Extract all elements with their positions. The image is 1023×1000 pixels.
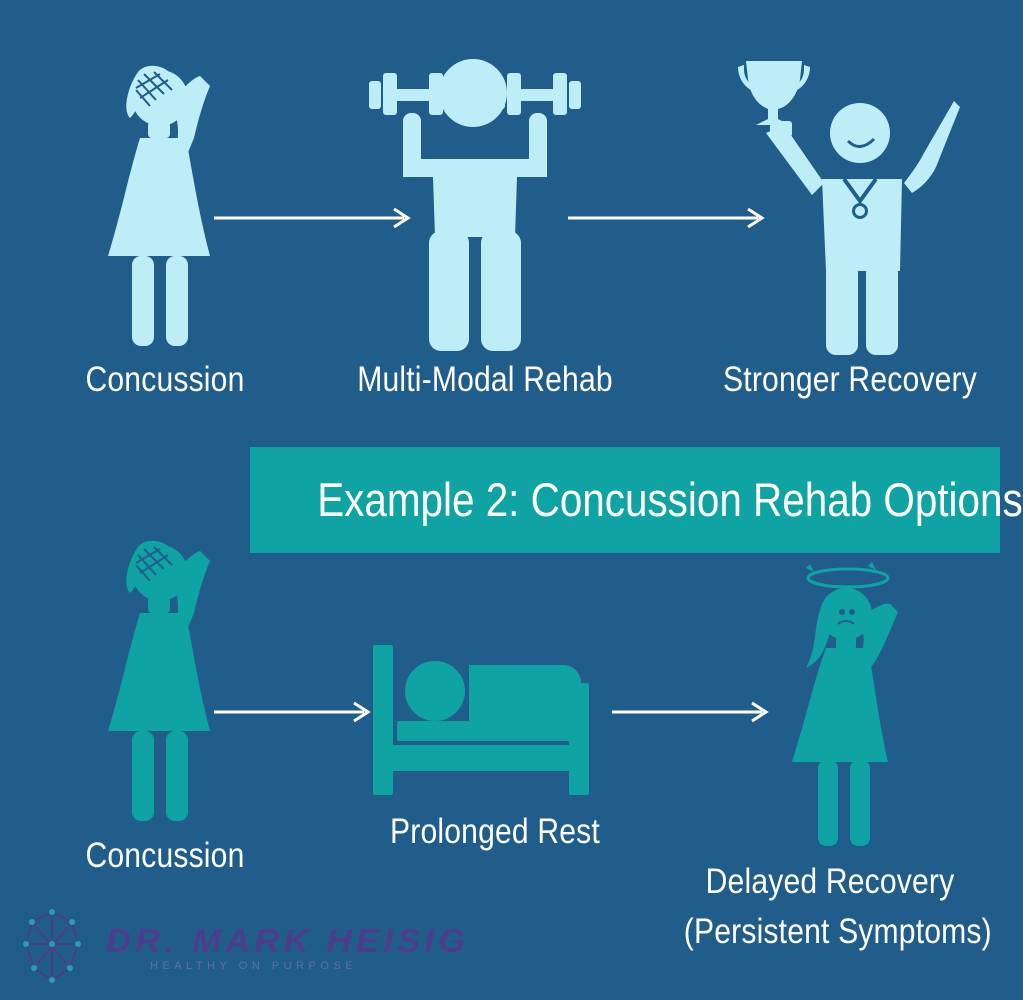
infographic: Concussion Multi-Modal Rehab Stronger Re… — [23, 59, 1023, 983]
step-label-concussion: Concussion — [85, 836, 245, 875]
weightlifter-icon — [369, 59, 581, 351]
arrow-icon — [568, 207, 765, 229]
step-label-persistent-symptoms: (Persistent Symptoms) — [683, 912, 992, 951]
step-label-delayed-recovery: Delayed Recovery — [705, 862, 955, 901]
step-label-multi-modal-rehab: Multi-Modal Rehab — [357, 360, 613, 399]
concussion-woman-icon — [108, 65, 210, 346]
arrow-icon — [214, 207, 411, 229]
banner-title: Example 2: Concussion Rehab Options — [317, 473, 1023, 526]
dizzy-woman-icon — [792, 562, 898, 846]
section-banner: Example 2: Concussion Rehab Options — [250, 447, 1023, 553]
step-label-concussion: Concussion — [85, 360, 245, 399]
concussion-woman-icon — [108, 540, 210, 821]
bed-rest-icon — [373, 645, 589, 795]
arrow-icon — [612, 701, 769, 723]
arrow-icon — [214, 701, 371, 723]
step-label-stronger-recovery: Stronger Recovery — [723, 360, 977, 399]
brand-name: DR. MARK HEISIG — [106, 922, 470, 959]
trophy-winner-icon — [738, 61, 960, 355]
step-label-prolonged-rest: Prolonged Rest — [390, 812, 600, 851]
brand-tagline: HEALTHY ON PURPOSE — [150, 960, 358, 972]
brand-logo-icon — [23, 909, 81, 983]
